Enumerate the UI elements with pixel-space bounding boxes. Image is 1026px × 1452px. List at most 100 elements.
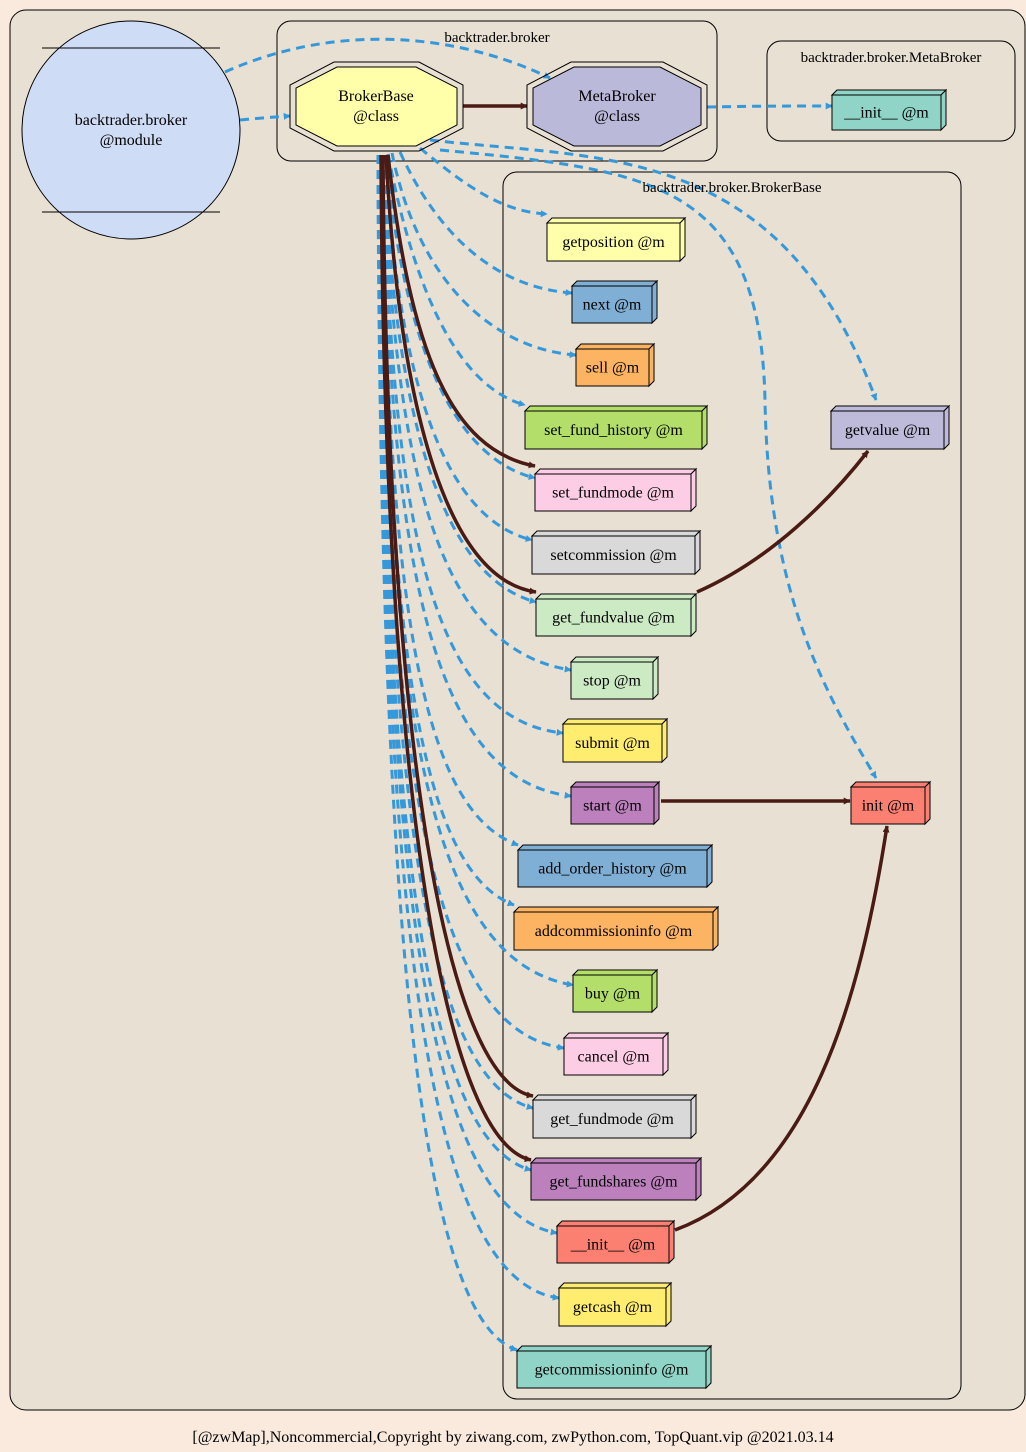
node-box-side [648,342,655,388]
node-brokerbase-name: BrokerBase [338,88,414,105]
node-get-fundmode[interactable]: get_fundmode @m [531,1093,698,1140]
edge-getfundvalue-getvalue [696,449,870,594]
node-box-top [570,280,659,287]
edge-bb-getfundvalue-solid [384,154,537,595]
edge-bb-getfundshares-solid [379,154,532,1163]
footer-copyright: [@zwMap],Noncommercial,Copyright by ziwa… [192,1429,833,1446]
node-box-side [701,404,708,451]
node-cancel[interactable]: cancel @m [562,1031,670,1077]
edge-bb-setfundmode [384,154,536,480]
node-box-top [557,1282,673,1289]
node-box-front [531,535,696,575]
node-box-top [533,468,698,475]
edge-bb-start [380,154,572,799]
node-addcommissioninfo[interactable]: addcommissioninfo @m [512,905,720,952]
node-box-front [516,1350,707,1389]
node-box-top [512,906,720,913]
edge-bb-getfundshares [377,154,532,1172]
node-label: getcash @m [573,1299,653,1316]
node-box-front [831,94,942,131]
node-box-top [830,89,948,96]
edge-bb-initmethod [377,154,558,1236]
node-box-front [524,410,703,450]
node-box-side [924,780,931,826]
node-box-front [563,1037,664,1076]
node-stop[interactable]: stop @m [569,655,660,701]
node-getposition[interactable]: getposition @m [545,216,687,263]
edge-bb-addcommissioninfo [379,154,515,907]
node-box-front [556,1225,670,1264]
node-box-side [679,216,686,263]
node-box-side [694,529,701,576]
node-sell[interactable]: sell @m [574,342,656,388]
node-metabroker-type: @class [594,108,640,125]
node-box-top [555,1220,676,1227]
node-box-side [690,1093,697,1140]
node-box-side [940,88,947,132]
node-get-fundvalue[interactable]: get_fundvalue @m [534,592,698,638]
node-box-top [530,530,702,537]
node-buy[interactable]: buy @m [571,968,659,1014]
edge-bb-getposition [419,146,548,218]
edge-bb-stop [381,154,572,673]
node-label: addcommissioninfo @m [535,923,693,940]
node-box-front [513,911,714,951]
node-box-side [706,843,713,889]
node-box-top [571,969,659,976]
node-box-top [516,844,714,851]
node-box-side [651,968,658,1014]
node-box-side [668,1219,675,1265]
node-box-front [575,348,650,387]
node-box-front [850,786,926,825]
node-box-top [849,781,932,788]
edge-metabroker-init [706,102,833,110]
node-box-side [712,905,719,952]
node-box-top [829,405,951,412]
edge-module-brokerbase [239,112,291,122]
node-label: next @m [583,297,642,314]
node-label: set_fund_history @m [544,422,683,439]
node-getvalue[interactable]: getvalue @m [829,404,951,451]
node-getcommissioninfo[interactable]: getcommissioninfo @m [515,1344,713,1390]
edge-bb-next [398,151,573,297]
node-meta-init[interactable]: __init__ @m [830,88,948,132]
node-next[interactable]: next @m [570,279,659,325]
node-add-order-history[interactable]: add_order_history @m [516,843,714,889]
node-module-name: backtrader.broker [75,112,188,129]
edge-bb-getfundvalue [382,154,537,604]
node-brokerbase[interactable]: BrokerBase @class [289,61,464,152]
node-box-side [705,1344,712,1390]
node-init[interactable]: init @m [849,780,932,826]
edge-bb-init [439,148,878,779]
node-box-front [546,222,681,262]
node-label: sell @m [586,360,640,377]
node-label: buy @m [585,986,641,1003]
node-label: set_fundmode @m [552,485,674,502]
node-box-top [529,1157,703,1164]
node-start[interactable]: start @m [569,780,661,826]
edge-module-metabroker [224,37,551,80]
node-box-side [665,1281,672,1328]
node-init-method[interactable]: __init__ @m [555,1219,676,1265]
node-set-fundmode[interactable]: set_fundmode @m [533,467,698,513]
node-box-side [695,1156,702,1202]
node-label: __init__ @m [570,1237,656,1254]
node-box-side [943,404,950,451]
node-getcash[interactable]: getcash @m [557,1281,673,1328]
node-module[interactable]: backtrader.broker @module [21,20,241,240]
node-get-fundshares[interactable]: get_fundshares @m [529,1156,703,1202]
solid-edges [379,102,890,1232]
node-setcommission[interactable]: setcommission @m [530,529,702,576]
node-box-side [662,1031,669,1077]
node-box-front [570,661,654,700]
node-label: get_fundshares @m [549,1174,678,1191]
node-set-fund-history[interactable]: set_fund_history @m [523,404,709,451]
node-metabroker[interactable]: MetaBroker @class [526,61,708,152]
edge-initmethod-init [674,825,890,1232]
edge-bb-submit [381,154,564,736]
node-module-type: @module [100,132,163,149]
node-brokerbase-type: @class [353,108,399,125]
cluster-brokerbase-label: backtrader.broker.BrokerBase [642,180,821,196]
edge-bb-sell [390,152,577,359]
node-submit[interactable]: submit @m [561,717,669,764]
